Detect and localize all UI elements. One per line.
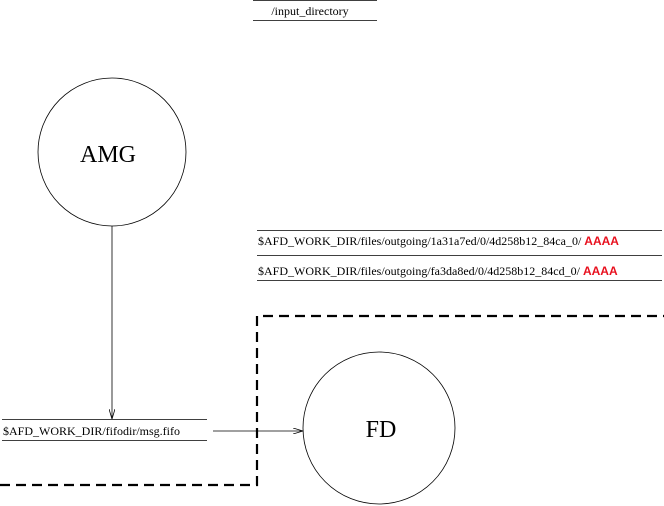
outgoing-row-1: $AFD_WORK_DIR/files/outgoing/fa3da8ed/0/… bbox=[258, 264, 618, 278]
amg-node: AMG bbox=[37, 77, 187, 227]
fd-label: FD bbox=[366, 417, 397, 443]
dashed-boundary bbox=[0, 314, 664, 487]
fd-node: FD bbox=[302, 351, 456, 505]
outgoing-marker-1: AAAA bbox=[583, 264, 618, 278]
input-directory-label: /input_directory bbox=[271, 4, 348, 18]
outgoing-marker-0: AAAA bbox=[584, 234, 619, 248]
outgoing-directories: $AFD_WORK_DIR/files/outgoing/1a31a7ed/0/… bbox=[257, 230, 662, 281]
outgoing-path-1: $AFD_WORK_DIR/files/outgoing/fa3da8ed/0/… bbox=[258, 264, 581, 278]
input-directory-box: /input_directory bbox=[253, 0, 377, 21]
outgoing-row-0: $AFD_WORK_DIR/files/outgoing/1a31a7ed/0/… bbox=[258, 234, 619, 248]
outgoing-path-0: $AFD_WORK_DIR/files/outgoing/1a31a7ed/0/… bbox=[258, 234, 582, 248]
fifo-label: $AFD_WORK_DIR/fifodir/msg.fifo bbox=[3, 424, 180, 438]
fifo-store: $AFD_WORK_DIR/fifodir/msg.fifo bbox=[2, 419, 207, 441]
fd-circle bbox=[302, 351, 456, 505]
amg-label: AMG bbox=[80, 142, 136, 168]
